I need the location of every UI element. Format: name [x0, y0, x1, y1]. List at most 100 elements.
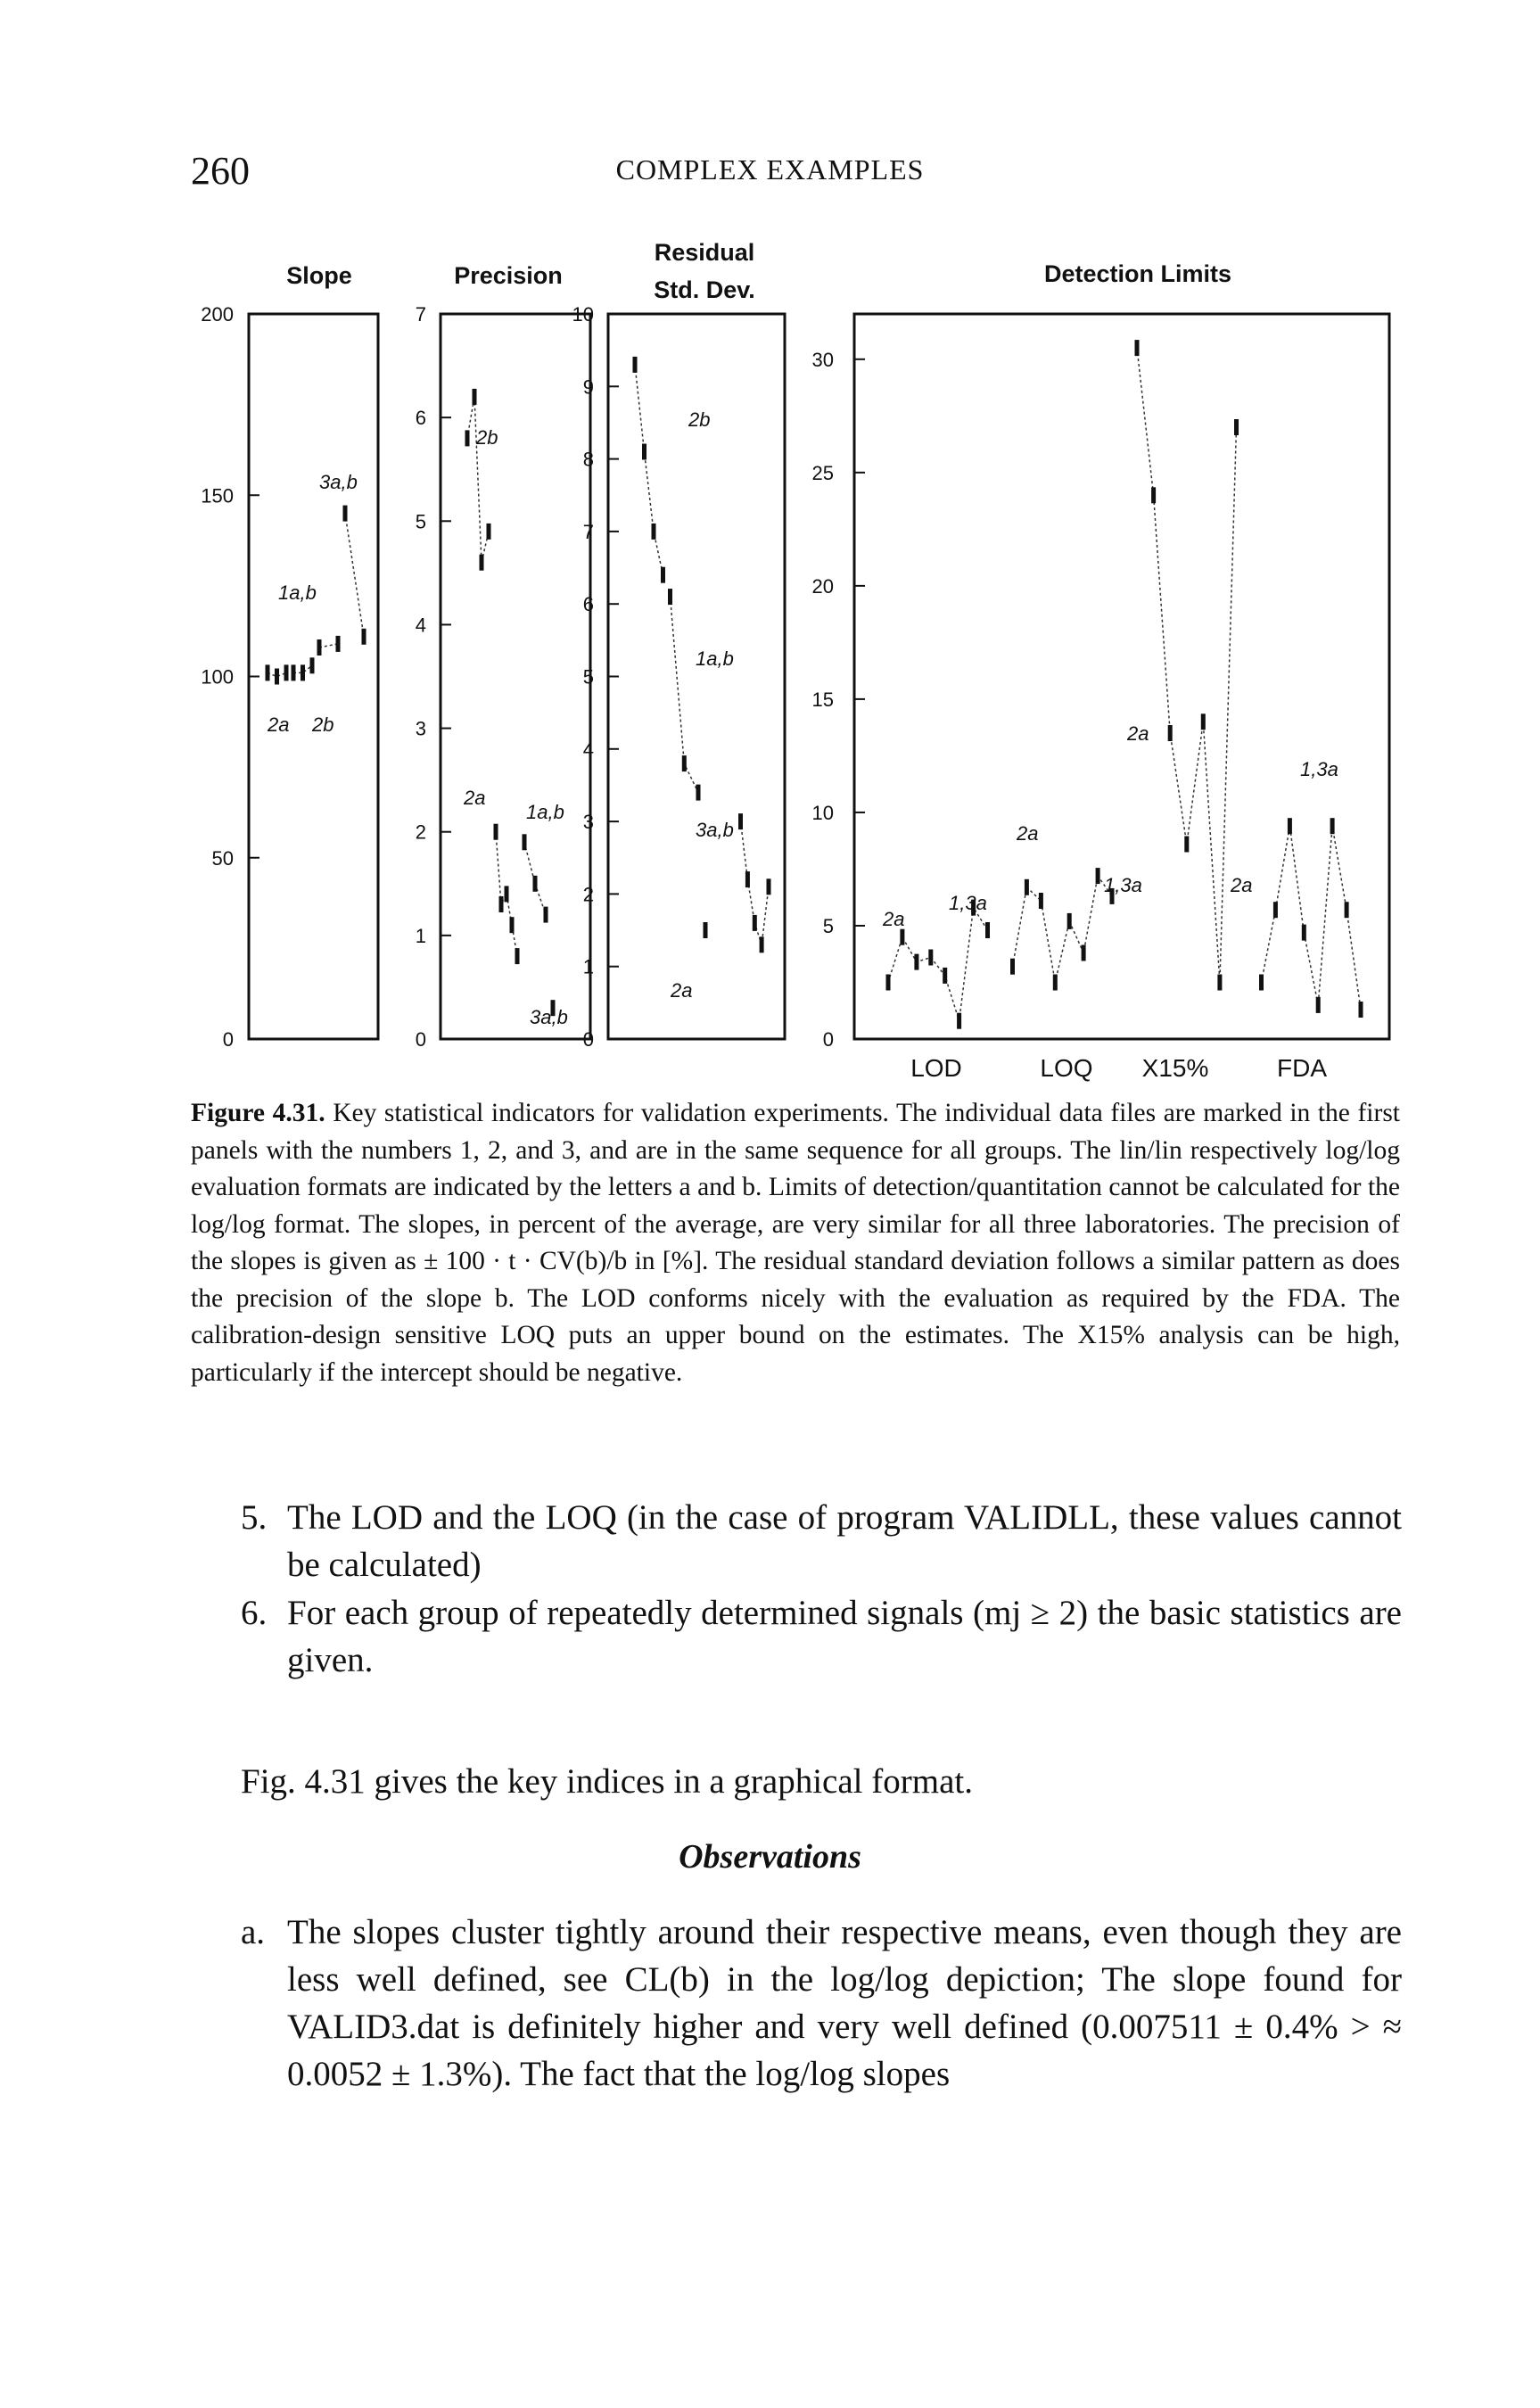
data-point-3-3-4	[1315, 996, 1321, 1013]
series-line-2-0	[634, 364, 664, 575]
data-point-1-2-2	[543, 906, 548, 923]
data-point-3-2-2	[1167, 725, 1173, 741]
residual-label-1ab: 1a,b	[696, 647, 734, 670]
series-line-1-0	[466, 396, 490, 563]
detection-label-2a-2: 2a	[1016, 822, 1038, 845]
data-point-3-1-0	[1010, 958, 1015, 975]
data-point-3-0-4	[943, 967, 948, 984]
running-head: COMPLEX EXAMPLES	[615, 153, 925, 186]
data-point-0-2-0	[317, 639, 322, 656]
data-point-1-3-0	[550, 1000, 556, 1017]
data-point-2-3-3	[759, 936, 764, 953]
y-tick-label-1-6: 1	[416, 925, 426, 947]
data-point-3-1-4	[1066, 912, 1072, 929]
data-point-2-0-3	[661, 566, 665, 583]
series-line-3-3	[1260, 826, 1362, 1010]
data-point-3-1-2	[1038, 893, 1043, 909]
y-tick-label-1-4: 3	[416, 718, 426, 740]
data-point-1-1-2	[504, 886, 509, 903]
axis-tick-labels: 2001501005007654321010987654321030252015…	[201, 303, 834, 1051]
y-tick-label-0-1: 150	[201, 484, 234, 507]
data-point-3-2-3	[1184, 836, 1190, 853]
y-tick-label-2-10: 0	[583, 1028, 594, 1051]
data-point-0-1-2	[309, 657, 315, 674]
residual-label-2a: 2a	[670, 979, 692, 1002]
data-point-2-3-1	[745, 871, 750, 888]
data-point-2-0-2	[651, 523, 656, 540]
data-point-2-0-1	[642, 443, 646, 460]
data-point-3-2-0	[1134, 340, 1140, 357]
data-point-2-0-0	[632, 356, 638, 373]
figure-4-31: Slope Precision Residual Std. Dev. Detec…	[201, 239, 1391, 1082]
y-tick-label-0-4: 0	[223, 1028, 234, 1051]
y-tick-label-2-8: 2	[583, 883, 594, 905]
data-point-1-0-0	[465, 430, 470, 447]
y-tick-label-3-6: 0	[823, 1028, 834, 1051]
y-tick-label-0-3: 50	[212, 847, 234, 870]
data-point-3-1-1	[1024, 878, 1029, 895]
detection-label-13a-1: 1,3a	[949, 892, 987, 914]
y-tick-label-2-4: 6	[583, 593, 594, 615]
panel-title-detection: Detection Limits	[1044, 260, 1231, 287]
series-line-0-1	[293, 664, 313, 674]
data-point-3-0-1	[900, 928, 905, 945]
detection-label-2a-1: 2a	[882, 908, 904, 930]
caption-label: Figure 4.31.	[191, 1099, 325, 1127]
data-marks	[265, 340, 1363, 1029]
data-point-3-3-2	[1287, 818, 1292, 835]
residual-label-2b: 2b	[688, 408, 710, 431]
data-point-1-1-3	[509, 917, 515, 934]
data-point-3-3-0	[1259, 974, 1264, 991]
panel-title-residual-2: Std. Dev.	[654, 276, 755, 303]
data-point-0-0-2	[284, 664, 289, 681]
caption-text: Key statistical indicators for validatio…	[191, 1099, 1401, 1387]
data-point-3-2-1	[1151, 487, 1157, 504]
data-point-1-0-1	[472, 388, 477, 405]
data-point-2-1-1	[681, 755, 687, 772]
data-point-2-3-0	[738, 813, 743, 830]
slope-label-1ab: 1a,b	[278, 581, 317, 604]
data-point-1-1-1	[498, 896, 504, 912]
residual-label-3ab: 3a,b	[696, 819, 734, 841]
data-point-3-3-1	[1272, 902, 1278, 919]
data-point-3-0-0	[885, 974, 891, 991]
data-point-3-0-2	[914, 953, 919, 970]
data-point-2-1-2	[696, 784, 701, 801]
panel-title-precision: Precision	[454, 262, 563, 289]
data-point-3-1-6	[1095, 868, 1100, 885]
precision-label-3ab: 3a,b	[530, 1006, 568, 1028]
data-point-3-0-3	[928, 949, 934, 966]
y-tick-label-1-0: 7	[416, 303, 426, 326]
data-point-0-2-1	[335, 635, 341, 652]
data-point-3-0-6	[971, 899, 976, 916]
data-point-3-0-7	[985, 922, 990, 938]
panel-title-residual-1: Residual	[655, 239, 755, 266]
y-tick-label-3-0: 30	[812, 349, 834, 371]
data-point-2-1-0	[668, 589, 672, 606]
data-point-0-0-1	[275, 668, 279, 685]
data-point-1-2-0	[522, 834, 527, 851]
slope-label-3ab: 3a,b	[319, 471, 358, 493]
data-point-3-1-3	[1052, 974, 1058, 991]
data-point-1-1-0	[493, 823, 498, 840]
y-tick-label-2-1: 9	[583, 375, 594, 398]
y-tick-label-1-3: 4	[416, 614, 426, 636]
data-point-3-1-5	[1081, 944, 1086, 961]
y-tick-label-3-4: 10	[812, 802, 834, 824]
data-point-3-2-4	[1200, 713, 1206, 730]
data-point-0-3-0	[342, 505, 348, 522]
series-line-1-1	[495, 831, 518, 957]
x-category-fda: FDA	[1277, 1054, 1327, 1082]
page-number: 260	[191, 149, 250, 193]
observations-heading: Observations	[679, 1838, 861, 1876]
y-tick-label-2-7: 3	[583, 811, 594, 833]
y-tick-label-1-5: 2	[416, 821, 426, 844]
list-item-5-number: 5.	[241, 1498, 268, 1537]
x-category-loq: LOQ	[1040, 1054, 1092, 1082]
slope-label-2a: 2a	[267, 713, 289, 736]
x-category-x15: X15%	[1142, 1054, 1209, 1082]
data-point-1-1-4	[515, 948, 520, 965]
y-tick-label-2-0: 10	[572, 303, 594, 326]
data-point-0-1-0	[291, 664, 296, 681]
detection-label-2a-3: 2a	[1126, 722, 1149, 745]
